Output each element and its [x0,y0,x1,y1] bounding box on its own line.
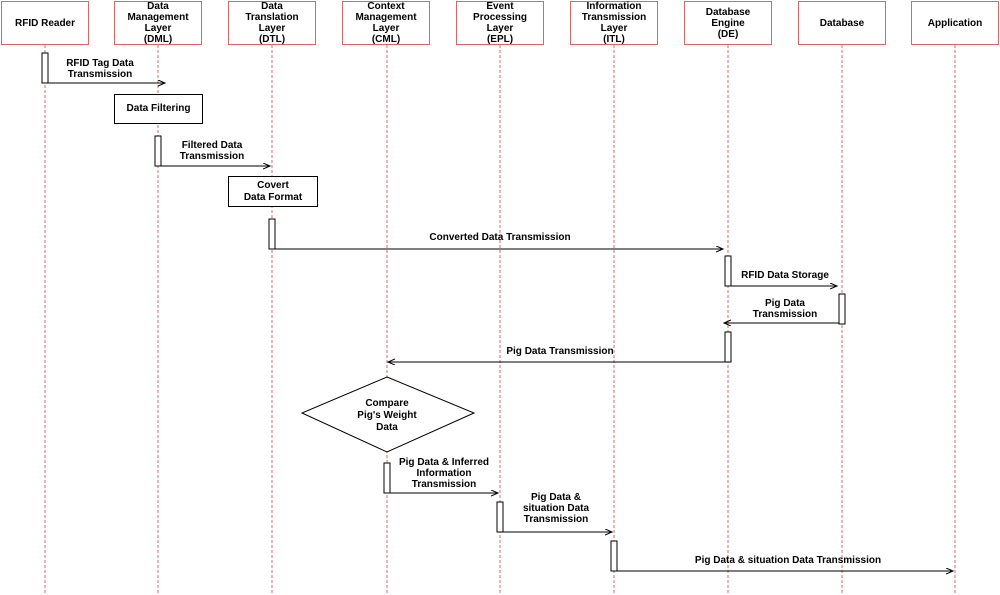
participant-rfid-reader: RFID Reader [1,1,89,45]
message-filtered-data: Filtered Data Transmission [179,140,245,162]
message-inferred-info: Pig Data & Inferred Information Transmis… [398,457,490,490]
step-compare-weight: Compare Pig's Weight Data [357,398,417,433]
participant-application: Application [911,1,999,45]
compare-decision-diamond [300,376,476,453]
message-rfid-data-storage: RFID Data Storage [741,270,829,281]
participant-epl: Event Processing Layer (EPL) [456,1,544,45]
participant-database: Database [798,1,886,45]
message-situation-data-app: Pig Data & situation Data Transmission [694,555,882,566]
participant-itl: Information Transmission Layer (ITL) [570,1,658,45]
message-pig-data-to-de: Pig Data Transmission [752,298,818,320]
step-convert-data-format: Covert Data Format [228,176,318,207]
activation-dtl [268,218,276,250]
message-rfid-tag-data: RFID Tag Data Transmission [66,58,134,80]
message-situation-data-itl: Pig Data & situation Data Transmission [522,492,590,525]
message-pig-data-to-cml: Pig Data Transmission [506,346,614,357]
activation-cml [383,462,391,494]
step-data-filtering: Data Filtering [114,94,203,124]
activation-database [838,293,846,325]
activation-dml [154,135,162,167]
participant-de: Database Engine (DE) [684,1,772,45]
activation-epl [496,501,504,533]
participant-dtl: Data Translation Layer (DTL) [228,1,316,45]
activation-rfid-reader [41,52,49,84]
activation-de-1 [724,255,732,287]
participant-dml: Data Management Layer (DML) [114,1,202,45]
activation-de-2 [724,331,732,363]
activation-itl [610,540,618,572]
message-converted-data: Converted Data Transmission [429,232,571,243]
participant-cml: Context Management Layer (CML) [342,1,430,45]
